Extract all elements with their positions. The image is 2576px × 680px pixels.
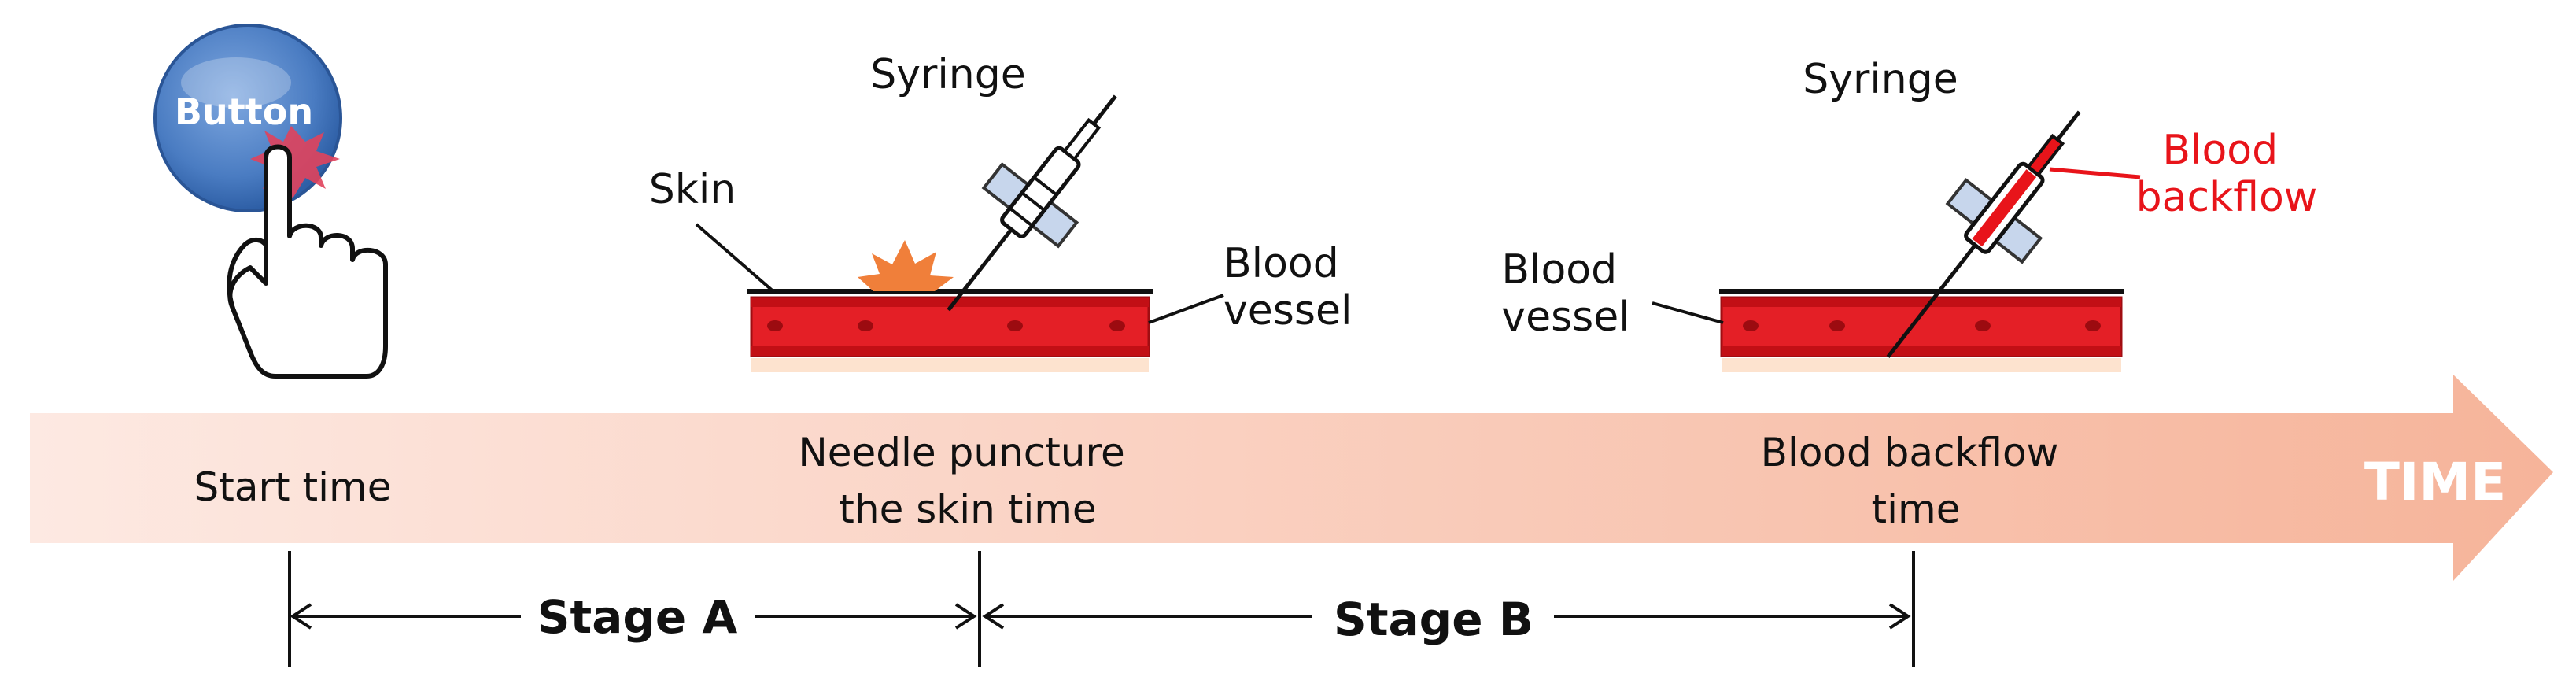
syringe-icon-2 — [1886, 110, 2081, 358]
stage-a-label: Stage A — [537, 590, 738, 644]
blood-backflow-label: Blood backflow — [2136, 127, 2318, 221]
blood-cells-2 — [1743, 320, 2101, 331]
stage-b-label: Stage B — [1334, 593, 1533, 646]
syringe-icon-1 — [947, 94, 1117, 312]
panel1-vessel-label: Blood vessel — [1223, 240, 1352, 334]
time-arrow-label: TIME — [2364, 452, 2506, 512]
panel2-leaders — [1652, 301, 1724, 324]
blood-cells — [767, 320, 1125, 331]
pointing-hand-icon — [227, 144, 388, 379]
panel1-leaders — [695, 223, 1224, 324]
stage-markers — [288, 551, 1915, 667]
backflow-leader — [2049, 167, 2141, 179]
panel2-syringe-label: Syringe — [1803, 56, 1958, 103]
event-start-label: Start time — [194, 464, 391, 510]
puncture-burst-icon — [858, 240, 954, 291]
time-arrow — [30, 375, 2553, 581]
panel1-syringe-label: Syringe — [870, 51, 1026, 98]
button-label: Button — [175, 91, 313, 133]
panel2-vessel — [1719, 289, 2124, 372]
event-puncture-label: Needle puncture the skin time — [798, 430, 1137, 532]
panel1-skin-label: Skin — [649, 166, 736, 213]
event-backflow-label: Blood backflow time — [1761, 430, 2072, 532]
panel1-vessel — [747, 289, 1153, 372]
panel2-vessel-label: Blood vessel — [1501, 246, 1629, 341]
